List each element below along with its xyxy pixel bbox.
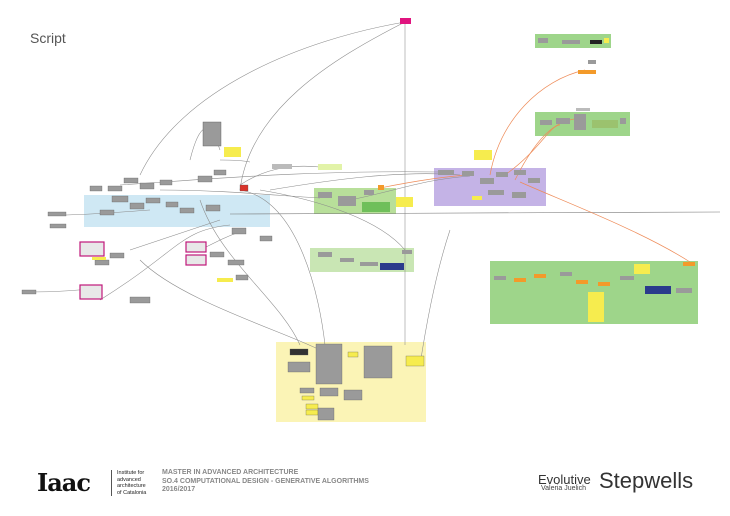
institute-name: Institute for advanced architecture of C… bbox=[117, 470, 147, 496]
yellow-group-components[interactable] bbox=[287, 343, 425, 421]
wires-orange bbox=[379, 69, 691, 263]
large-group-components[interactable] bbox=[494, 262, 695, 322]
brand-stepwells: Stepwells bbox=[599, 468, 694, 493]
component[interactable] bbox=[272, 164, 292, 169]
wires bbox=[29, 21, 471, 366]
upper-right-group-components[interactable] bbox=[540, 108, 626, 130]
lower-group-components[interactable] bbox=[318, 250, 412, 270]
top-group-components[interactable] bbox=[538, 38, 609, 44]
baseline-wire bbox=[229, 211, 721, 215]
left-components[interactable] bbox=[21, 169, 273, 304]
middle-group-components[interactable] bbox=[318, 185, 413, 212]
page-title: Script bbox=[30, 30, 66, 46]
panel-yellow[interactable] bbox=[92, 257, 106, 260]
panel-yellow[interactable] bbox=[318, 164, 342, 170]
brand-author: Valeria Juelich bbox=[541, 485, 587, 492]
panel-yellow[interactable] bbox=[217, 278, 233, 282]
top-param-pink[interactable] bbox=[400, 18, 411, 24]
program-info: MASTER IN ADVANCED ARCHITECTURE SO.4 COM… bbox=[162, 469, 369, 493]
iaac-logo: Iaac bbox=[37, 468, 91, 497]
orange-param[interactable] bbox=[578, 70, 596, 74]
brand-evolutive: Evolutive bbox=[538, 472, 591, 487]
footer-divider bbox=[111, 470, 112, 496]
panel-yellow[interactable] bbox=[474, 150, 492, 160]
component-large[interactable] bbox=[202, 121, 222, 147]
purple-group-components[interactable] bbox=[438, 170, 540, 200]
pink-clusters[interactable] bbox=[79, 241, 207, 300]
panel-yellow[interactable] bbox=[224, 147, 241, 157]
component[interactable] bbox=[588, 60, 596, 64]
